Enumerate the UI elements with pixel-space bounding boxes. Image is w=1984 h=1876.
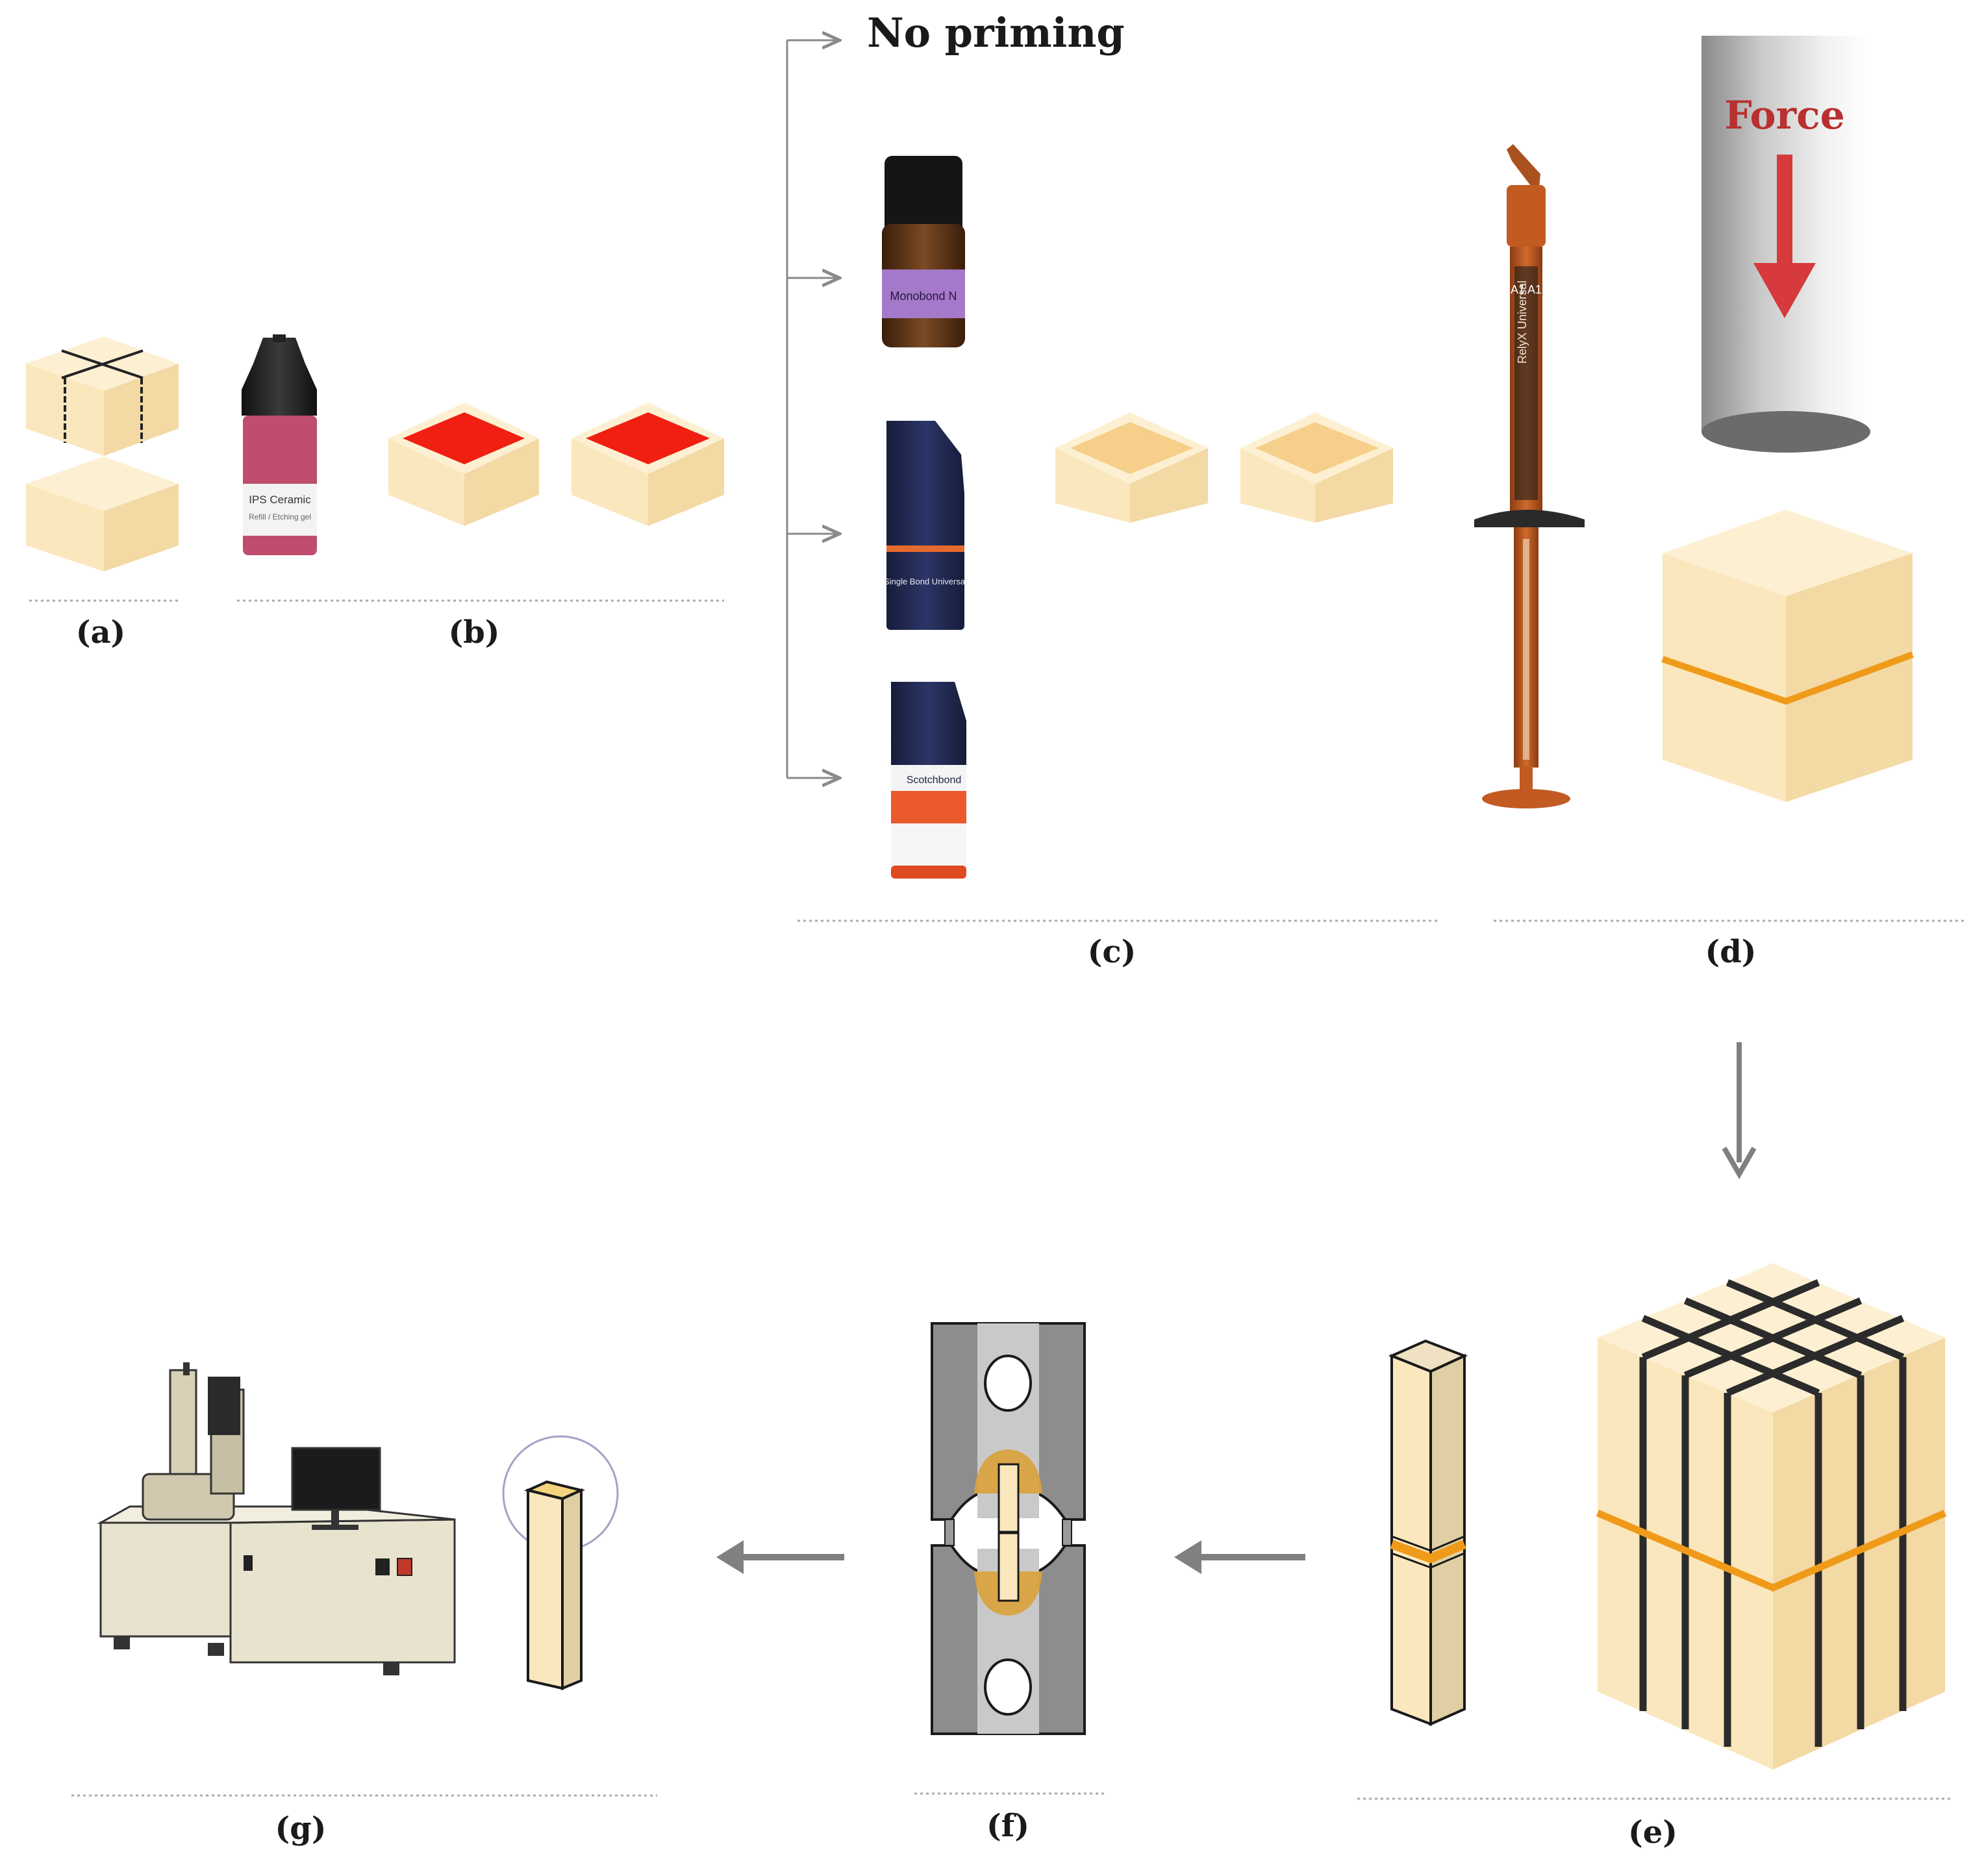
- plain-block: [26, 456, 179, 571]
- step-a-label: (a): [76, 614, 126, 651]
- single-bond-label: Single Bond Universal: [884, 577, 967, 586]
- step-a-sectioned-blocks: [26, 336, 179, 571]
- syringe-shade: A1 A1: [1511, 283, 1542, 296]
- sem-microscope-icon: [97, 1362, 456, 1675]
- etch-bottle-sublabel: Refill / Etching gel: [249, 512, 311, 521]
- etched-block-2: [571, 403, 724, 526]
- monobond-bottle: Monobond N: [882, 156, 965, 347]
- block-with-cut-lines: [26, 336, 179, 456]
- scotchbond-label: Scotchbond: [907, 775, 962, 786]
- step-f-label: (f): [986, 1808, 1029, 1844]
- monobond-label: Monobond N: [890, 290, 957, 303]
- bonded-block-pair: [1661, 510, 1914, 802]
- step-d-label: (d): [1705, 934, 1757, 970]
- sectioned-bonded-block: [1596, 1263, 1947, 1770]
- force-arrow-icon: [1753, 155, 1816, 318]
- no-priming-label: No priming: [867, 9, 1125, 56]
- microtensile-jig: [931, 1322, 1086, 1735]
- flow-arrow-left-icon: [716, 1540, 844, 1574]
- flow-arrow-left-icon: [1174, 1540, 1305, 1574]
- relyx-syringe: A1 A1 RelyX Universal: [1474, 144, 1585, 808]
- step-g-label: (g): [275, 1810, 327, 1847]
- primed-block-2: [1240, 412, 1393, 523]
- cement-layer-e: [1596, 1509, 1947, 1592]
- priming-branch-tree: [786, 40, 838, 778]
- step-e-label: (e): [1628, 1814, 1677, 1851]
- syringe-label: RelyX Universal: [1516, 281, 1529, 364]
- single-beam-specimen: [1388, 1339, 1468, 1727]
- single-bond-universal-bottle: Single Bond Universal: [884, 421, 967, 630]
- step-b-label: (b): [449, 614, 500, 651]
- flow-arrow-down-icon: [1722, 1042, 1757, 1180]
- fractured-beam-specimen: [502, 1435, 619, 1690]
- loading-piston: Force: [1701, 36, 1870, 453]
- force-label: Force: [1724, 93, 1845, 138]
- cement-layer: [1661, 651, 1914, 705]
- etched-block-1: [388, 403, 539, 526]
- scotchbond-bottle: Scotchbond: [891, 682, 966, 879]
- etching-gel-bottle: IPS Ceramic Refill / Etching gel: [242, 334, 317, 555]
- primed-block-1: [1055, 412, 1208, 523]
- step-c-label: (c): [1088, 934, 1136, 970]
- etch-bottle-label: IPS Ceramic: [249, 494, 311, 506]
